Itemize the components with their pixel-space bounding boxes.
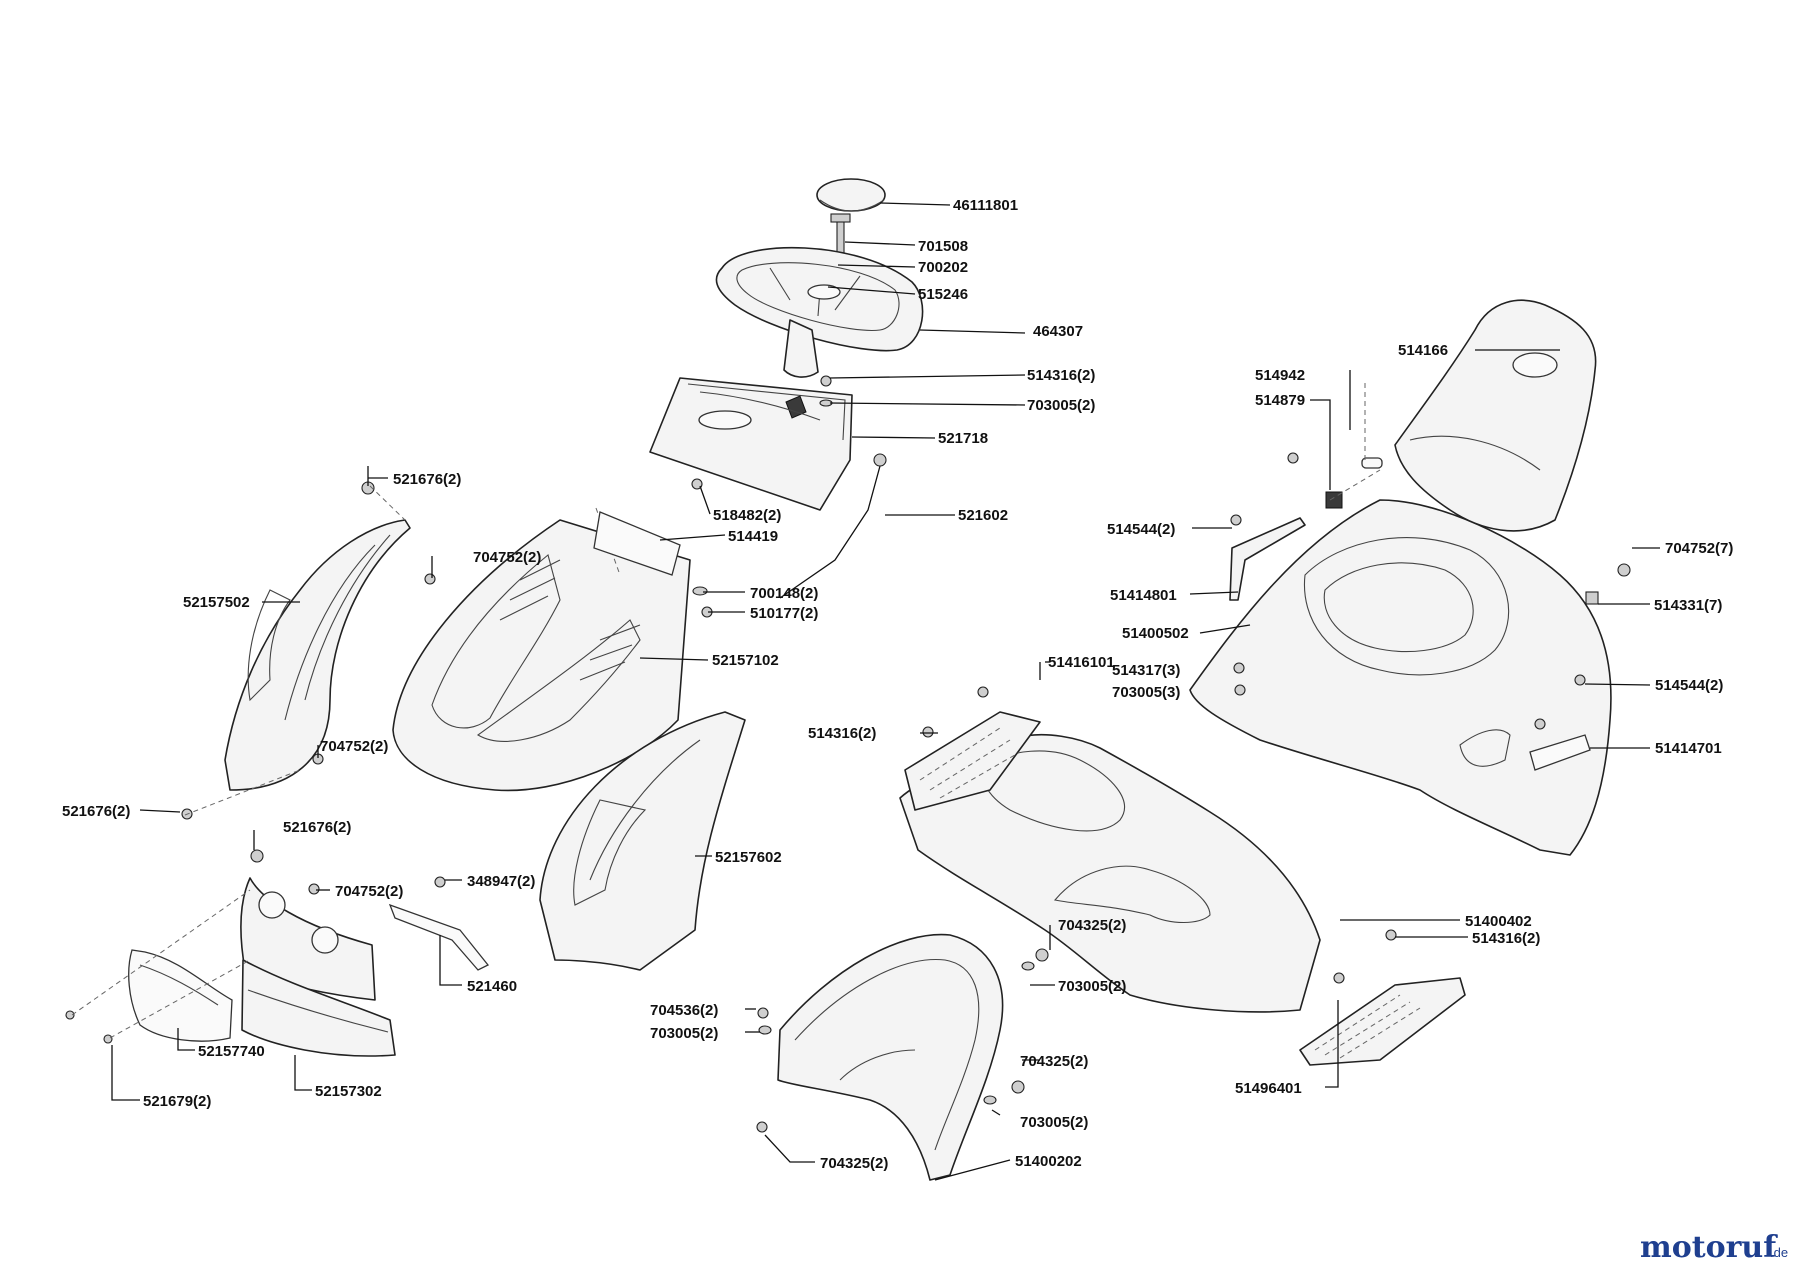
callout-51400202: 51400202	[1015, 1153, 1082, 1170]
logo-text: motoruf	[1640, 1230, 1778, 1265]
motoruf-logo: motoruf .de	[1640, 1230, 1788, 1265]
callout-704536: 704536(2)	[650, 1002, 718, 1019]
alignment-lines	[71, 380, 1381, 1039]
callout-704752-grille: 704752(2)	[335, 883, 403, 900]
callout-515246: 515246	[918, 286, 968, 303]
callout-514317: 514317(3)	[1112, 662, 1180, 679]
callout-52157740: 52157740	[198, 1043, 265, 1060]
callout-521602: 521602	[958, 507, 1008, 524]
callout-52157602: 52157602	[715, 849, 782, 866]
callout-52157302: 52157302	[315, 1083, 382, 1100]
callout-521676-left: 521676(2)	[62, 803, 130, 820]
callout-704325-top: 704325(2)	[1058, 917, 1126, 934]
callout-514316-top: 514316(2)	[1027, 367, 1095, 384]
callout-521718: 521718	[938, 430, 988, 447]
logo-suffix: .de	[1770, 1245, 1788, 1260]
callout-labels: 46111801 701508 700202 515246 464307 514…	[62, 197, 1733, 1172]
callout-51416101: 51416101	[1048, 654, 1115, 671]
callout-464307: 464307	[1033, 323, 1083, 340]
grille-frame-part	[240, 877, 376, 1001]
callout-514316-right: 514316(2)	[1472, 930, 1540, 947]
callout-521676-top: 521676(2)	[393, 471, 461, 488]
callout-521676-grille: 521676(2)	[283, 819, 351, 836]
callout-518482: 518482(2)	[713, 507, 781, 524]
callout-46111801: 46111801	[953, 197, 1018, 214]
callout-704752-side: 704752(2)	[320, 738, 388, 755]
seat-plunger-part	[1361, 457, 1383, 469]
callout-514316-mid: 514316(2)	[808, 725, 876, 742]
callout-51414701: 51414701	[1655, 740, 1722, 757]
callout-514544-right: 514544(2)	[1655, 677, 1723, 694]
callout-703005-rear: 703005(3)	[1112, 684, 1180, 701]
callout-704325-bottom: 704325(2)	[820, 1155, 888, 1172]
callout-348947: 348947(2)	[467, 873, 535, 890]
fastener-set	[65, 375, 1631, 1133]
callout-704325-mid: 704325(2)	[1020, 1053, 1088, 1070]
rear-fender-part	[1189, 499, 1612, 856]
seat-switch-part	[1325, 491, 1343, 509]
callout-703005-top: 703005(2)	[1027, 397, 1095, 414]
callout-514879: 514879	[1255, 392, 1305, 409]
callout-51400502: 51400502	[1122, 625, 1189, 642]
right-side-panel-part	[539, 711, 746, 971]
left-side-panel-part	[224, 519, 411, 791]
seat-part	[1394, 299, 1597, 532]
callout-51400402: 51400402	[1465, 913, 1532, 930]
footrest-mat-left-part	[904, 711, 1041, 811]
callout-510177: 510177(2)	[750, 605, 818, 622]
callout-700148: 700148(2)	[750, 585, 818, 602]
callout-514544-left: 514544(2)	[1107, 521, 1175, 538]
callout-701508: 701508	[918, 238, 968, 255]
mounting-bracket-part	[388, 903, 490, 971]
steering-wheel-part	[715, 246, 924, 378]
hood-plate-part	[593, 511, 681, 576]
callout-51414801: 51414801	[1110, 587, 1177, 604]
hood-part	[392, 507, 691, 792]
callout-514419: 514419	[728, 528, 778, 545]
dashboard-panel-part	[649, 377, 853, 511]
callout-52157102: 52157102	[712, 652, 779, 669]
callout-703005-bottom: 703005(2)	[1020, 1114, 1088, 1131]
callout-514166: 514166	[1398, 342, 1448, 359]
callout-703005-mid: 703005(2)	[1058, 978, 1126, 995]
callout-521460: 521460	[467, 978, 517, 995]
callout-704752-hood: 704752(2)	[473, 549, 541, 566]
front-bumper-part	[241, 959, 396, 1057]
throttle-cable-part	[779, 453, 887, 599]
callout-52157502: 52157502	[183, 594, 250, 611]
front-scuttle-part	[777, 933, 1004, 1181]
headlight-lens-part	[128, 949, 233, 1042]
callout-51496401: 51496401	[1235, 1080, 1302, 1097]
callout-514331: 514331(7)	[1654, 597, 1722, 614]
footrest-mat-right-part	[1299, 977, 1466, 1066]
callout-700202: 700202	[918, 259, 968, 276]
left-footrest-part	[899, 733, 1321, 1013]
callout-514942: 514942	[1255, 367, 1305, 384]
steering-cap-part	[816, 178, 886, 212]
side-trim-right-part	[1529, 734, 1591, 771]
callout-703005-lower: 703005(2)	[650, 1025, 718, 1042]
callout-704752-rear: 704752(7)	[1665, 540, 1733, 557]
leader-lines	[111, 202, 1660, 1181]
callout-521679: 521679(2)	[143, 1093, 211, 1110]
